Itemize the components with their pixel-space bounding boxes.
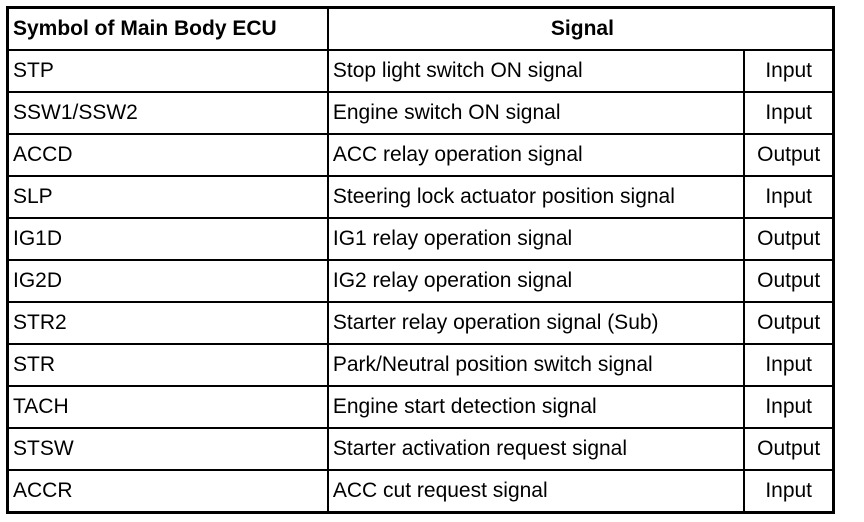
cell-symbol: IG2D [6, 259, 329, 303]
cell-direction: Output [743, 301, 835, 345]
header-row: Symbol of Main Body ECU Signal [6, 6, 835, 51]
cell-direction: Input [743, 469, 835, 514]
cell-symbol: STP [6, 49, 329, 93]
cell-direction: Output [743, 133, 835, 177]
cell-symbol: STR2 [6, 301, 329, 345]
cell-symbol: SLP [6, 175, 329, 219]
table-row: STR Park/Neutral position switch signal … [6, 343, 835, 387]
cell-signal: Steering lock actuator position signal [326, 175, 746, 219]
cell-symbol: IG1D [6, 217, 329, 261]
table-row: IG1D IG1 relay operation signal Output [6, 217, 835, 261]
cell-direction: Output [743, 427, 835, 471]
table-row: STSW Starter activation request signal O… [6, 427, 835, 471]
cell-direction: Input [743, 385, 835, 429]
cell-symbol: ACCD [6, 133, 329, 177]
table-row: SLP Steering lock actuator position sign… [6, 175, 835, 219]
header-symbol: Symbol of Main Body ECU [6, 6, 329, 51]
cell-signal: Park/Neutral position switch signal [326, 343, 746, 387]
cell-signal: Engine start detection signal [326, 385, 746, 429]
cell-symbol: STSW [6, 427, 329, 471]
cell-symbol: STR [6, 343, 329, 387]
table-row: ACCR ACC cut request signal Input [6, 469, 835, 514]
table-row: STP Stop light switch ON signal Input [6, 49, 835, 93]
cell-signal: Starter relay operation signal (Sub) [326, 301, 746, 345]
cell-direction: Input [743, 175, 835, 219]
cell-signal: ACC relay operation signal [326, 133, 746, 177]
cell-direction: Output [743, 217, 835, 261]
table-row: TACH Engine start detection signal Input [6, 385, 835, 429]
table-row: STR2 Starter relay operation signal (Sub… [6, 301, 835, 345]
cell-symbol: ACCR [6, 469, 329, 514]
table-row: SSW1/SSW2 Engine switch ON signal Input [6, 91, 835, 135]
cell-signal: Starter activation request signal [326, 427, 746, 471]
cell-signal: Engine switch ON signal [326, 91, 746, 135]
header-signal: Signal [326, 6, 835, 51]
cell-symbol: TACH [6, 385, 329, 429]
cell-signal: Stop light switch ON signal [326, 49, 746, 93]
cell-symbol: SSW1/SSW2 [6, 91, 329, 135]
cell-signal: IG2 relay operation signal [326, 259, 746, 303]
table-row: ACCD ACC relay operation signal Output [6, 133, 835, 177]
cell-direction: Output [743, 259, 835, 303]
cell-direction: Input [743, 91, 835, 135]
table-row: IG2D IG2 relay operation signal Output [6, 259, 835, 303]
ecu-signal-table: Symbol of Main Body ECU Signal STP Stop … [6, 6, 835, 514]
cell-direction: Input [743, 343, 835, 387]
cell-signal: ACC cut request signal [326, 469, 746, 514]
cell-direction: Input [743, 49, 835, 93]
cell-signal: IG1 relay operation signal [326, 217, 746, 261]
